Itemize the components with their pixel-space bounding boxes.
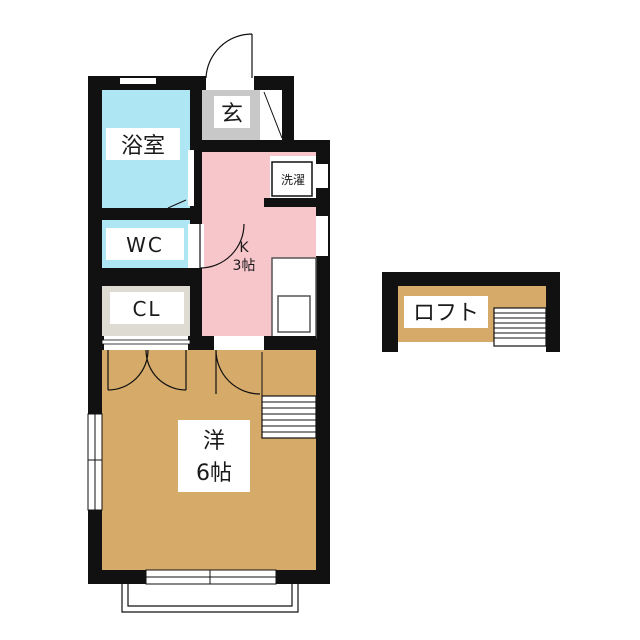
kitchen-door-gap	[214, 336, 264, 350]
wall-entrance-kitchen	[196, 140, 286, 152]
bath-door-line	[167, 199, 187, 209]
western-door-swing	[215, 349, 261, 395]
closet-door-sill-top	[101, 339, 191, 345]
kitchen-label-line2: 3帖	[233, 258, 256, 274]
washer-wall	[264, 198, 318, 207]
closet-door-left	[107, 349, 149, 391]
western-label-line1: 洋	[203, 429, 225, 454]
wc-door-gap	[188, 224, 204, 268]
washer-outline	[271, 161, 313, 197]
kitchen-sink	[277, 295, 311, 333]
bath-label-bg	[106, 128, 180, 160]
loft-ladder	[261, 352, 317, 439]
bath-label: 浴室	[121, 134, 165, 159]
entrance-door-swing	[205, 33, 253, 79]
entrance-door-gap	[206, 76, 254, 90]
loft-ladder-top	[493, 307, 547, 347]
closet-door-right	[145, 349, 187, 391]
wc-label: WC	[126, 233, 164, 257]
bath-door-gap	[188, 150, 194, 206]
wall-bath-wc	[94, 208, 196, 220]
loft-label-bg	[404, 296, 488, 328]
loft-label: ロフト	[413, 301, 479, 326]
closet-label-bg	[110, 292, 184, 324]
western-label-line2: 6帖	[196, 461, 232, 486]
bath-top-vent	[120, 78, 156, 84]
entrance-step	[260, 90, 282, 140]
closet-label: CL	[132, 297, 161, 321]
western-label-bg	[178, 420, 250, 492]
washer-label: 洗濯	[281, 173, 305, 187]
washer-vent	[316, 164, 328, 188]
entrance-label-bg	[214, 96, 250, 128]
wc-door-swing	[199, 223, 245, 269]
exterior-gap	[294, 76, 330, 140]
wall-wc-cl	[94, 268, 196, 286]
loft-opening	[398, 342, 546, 352]
kitchen-right-window	[316, 216, 328, 256]
kitchen-label-line1: K	[239, 240, 249, 256]
entrance-label: 玄	[221, 102, 243, 127]
balcony	[121, 584, 299, 613]
wc-label-bg	[106, 228, 184, 260]
wall-left-kitchen	[190, 90, 202, 338]
entrance-step-line	[263, 91, 283, 139]
